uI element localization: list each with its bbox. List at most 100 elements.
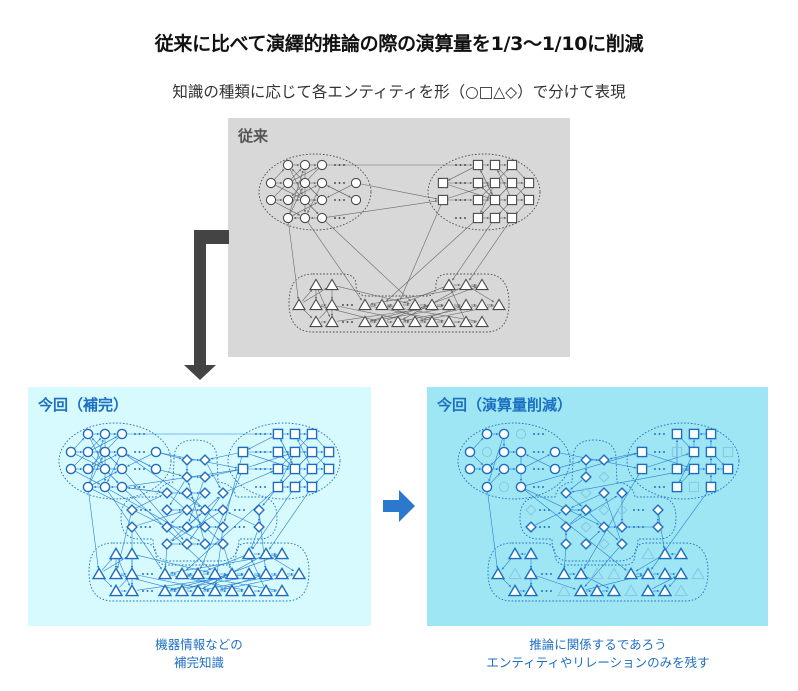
relation-edge [127, 453, 152, 467]
entity-triangle [124, 584, 140, 597]
omitted-entities-marker [140, 526, 151, 528]
relation-edge [490, 472, 501, 484]
entity-triangle [274, 547, 290, 560]
entity-square [722, 463, 734, 475]
entity-square [489, 194, 501, 206]
relation-edge [92, 436, 118, 450]
entity-circle [299, 177, 311, 189]
omitted-entities-marker [334, 199, 345, 201]
relation-edge [336, 304, 444, 322]
relation-edge [584, 547, 619, 587]
cluster-outline-square [427, 153, 541, 231]
entity-triangle [556, 567, 572, 580]
flow-arrow-down-shape [184, 230, 229, 380]
entity-circle [82, 428, 94, 440]
entity-triangle [475, 278, 489, 291]
entity-triangle [157, 567, 173, 580]
entity-triangle [292, 298, 306, 311]
entity-circle [265, 177, 277, 189]
entity-triangle [108, 584, 124, 597]
relation-edge [190, 496, 221, 540]
entity-triangle [475, 298, 489, 311]
entity-circle [265, 194, 277, 206]
entity-circle [515, 463, 527, 475]
entity-diamond [580, 471, 592, 483]
relation-edge [164, 548, 167, 569]
entity-triangle [258, 584, 274, 597]
entity-triangle [425, 315, 439, 328]
entity-diamond [580, 454, 592, 466]
caption-complement-line-2: 補完知識 [173, 655, 224, 670]
omitted-entities-marker [533, 433, 544, 435]
entity-triangle [657, 584, 673, 597]
entity-square [472, 159, 484, 171]
entity-triangle [174, 567, 190, 580]
entity-circle [481, 481, 493, 493]
omitted-entities-marker [142, 590, 153, 592]
entity-triangle [507, 584, 523, 597]
entity-triangle [391, 298, 405, 311]
relation-edge [160, 452, 238, 469]
panel-complement: 今回（補完） [28, 387, 371, 626]
entity-triangle-removed [590, 567, 604, 580]
entity-triangle [507, 547, 523, 560]
relation-edge [289, 169, 303, 195]
entity-diamond [199, 454, 211, 466]
entity-circle [82, 446, 94, 458]
entity-diamond [126, 504, 138, 516]
relation-edge [563, 548, 566, 569]
entity-diamond-removed [616, 504, 628, 516]
entity-circle [481, 463, 493, 475]
relation-edge [360, 183, 438, 200]
entity-triangle [108, 567, 124, 580]
entity-circle [299, 159, 311, 171]
entity-circle [316, 177, 328, 189]
entity-circle [82, 481, 94, 493]
omitted-entities-marker [140, 509, 151, 511]
omitted-markers [134, 433, 266, 592]
entity-circle-removed [481, 446, 493, 458]
entity-triangle-removed [508, 567, 522, 580]
entity-triangle [174, 584, 190, 597]
entity-triangle [241, 567, 257, 580]
entity-diamond [616, 521, 628, 533]
entity-circle [350, 194, 362, 206]
panel-conventional: 従来 [228, 118, 570, 357]
entity-square [636, 463, 648, 475]
entity-diamond [181, 487, 193, 499]
relation-edges [74, 432, 326, 593]
relation-edge [117, 558, 130, 586]
entity-square [289, 481, 301, 493]
entity-diamond [199, 487, 211, 499]
entity-square [671, 463, 683, 475]
relation-edge [585, 576, 609, 589]
entity-diamond [253, 521, 265, 533]
omitted-entities-marker [654, 433, 665, 435]
relation-edge [136, 511, 182, 526]
relation-edge [270, 556, 295, 572]
entity-square-removed [671, 446, 683, 458]
cluster-outlines [58, 422, 341, 602]
omitted-entities-marker [455, 164, 466, 166]
entity-circle [82, 463, 94, 475]
entity-triangle [408, 298, 422, 311]
entity-diamond [560, 538, 572, 550]
cluster-outlines [457, 422, 740, 602]
cluster-outline-circle [58, 422, 172, 500]
relation-edge [652, 576, 676, 589]
entity-triangle [425, 298, 439, 311]
relation-edge [288, 222, 300, 300]
entity-square [705, 428, 717, 440]
entity-diamond [217, 487, 229, 499]
relation-edge [473, 455, 484, 466]
entity-diamond [199, 471, 211, 483]
entity-diamond-removed [580, 521, 592, 533]
entity-diamond [199, 538, 211, 550]
entity-triangle [309, 278, 323, 291]
entity-triangle [523, 584, 539, 597]
omitted-entities-marker [334, 164, 345, 166]
relation-edge [125, 454, 201, 507]
entity-triangle [325, 278, 339, 291]
relation-edge [497, 170, 511, 196]
omitted-entities-marker [533, 451, 544, 453]
